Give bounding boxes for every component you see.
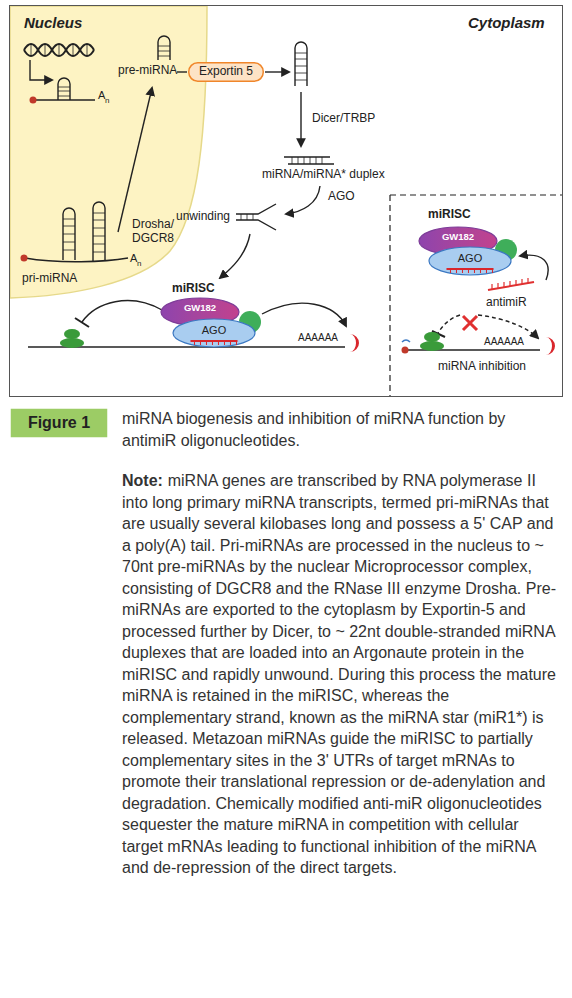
figure-tag: Figure 1 (10, 408, 108, 438)
figure-caption: miRNA biogenesis and inhibition of miRNA… (122, 408, 562, 452)
note-paragraph: Note:miRNA genes are transcribed by RNA … (122, 470, 562, 879)
panel-label: miRNA inhibition (438, 360, 526, 374)
cap-mark (402, 340, 410, 342)
pabp (350, 334, 555, 355)
nucleus-region-text: Nucleus (24, 14, 82, 31)
cap (21, 255, 28, 262)
exportin-box-text: Exportin 5 (199, 65, 253, 79)
protein-label: AGO (328, 190, 355, 204)
nucleus-region-outline (10, 6, 210, 298)
complex-label: miRISC (172, 282, 215, 296)
polya-label: A (130, 252, 137, 265)
nucleus-region: Nucleus (10, 6, 210, 298)
cap (402, 347, 409, 354)
panel-frame (10, 6, 563, 397)
polya-tail: AAAAAA (298, 332, 338, 344)
molecule-label: pri-miRNA (22, 272, 77, 286)
ago-protein-text: AGO (202, 324, 226, 337)
block-cross (463, 316, 477, 330)
antimir-oligo (488, 278, 534, 290)
figure-tag-text: Figure 1 (28, 414, 90, 432)
gw182-protein-text: GW182 (442, 232, 474, 243)
note-heading: Note: (122, 472, 163, 489)
note-body: miRNA genes are transcribed by RNA polym… (122, 472, 556, 876)
polya-subscript: n (105, 96, 109, 105)
polya-tail: AAAAAA (484, 336, 524, 348)
ago-protein: AGO (428, 246, 512, 276)
molecule-label: antimiR (486, 296, 527, 310)
complex-label: miRISC (428, 208, 471, 222)
step-label: unwinding (176, 210, 230, 224)
cap (30, 97, 37, 104)
exportin-box: Exportin 5 (188, 62, 264, 82)
ago-protein-text: AGO (458, 252, 482, 265)
cytoplasm-art (28, 42, 562, 396)
ago-protein: AGO (172, 318, 256, 348)
molecule-label: miRNA/miRNA* duplex (262, 168, 385, 182)
polya-subscript: n (137, 259, 141, 268)
enzyme-label: Dicer/TRBP (312, 112, 375, 126)
molecule-label: pre-miRNA (118, 64, 177, 78)
polya-label: A (98, 89, 105, 102)
region-label: Cytoplasm (468, 14, 545, 31)
gw182-protein-text: GW182 (184, 303, 216, 314)
